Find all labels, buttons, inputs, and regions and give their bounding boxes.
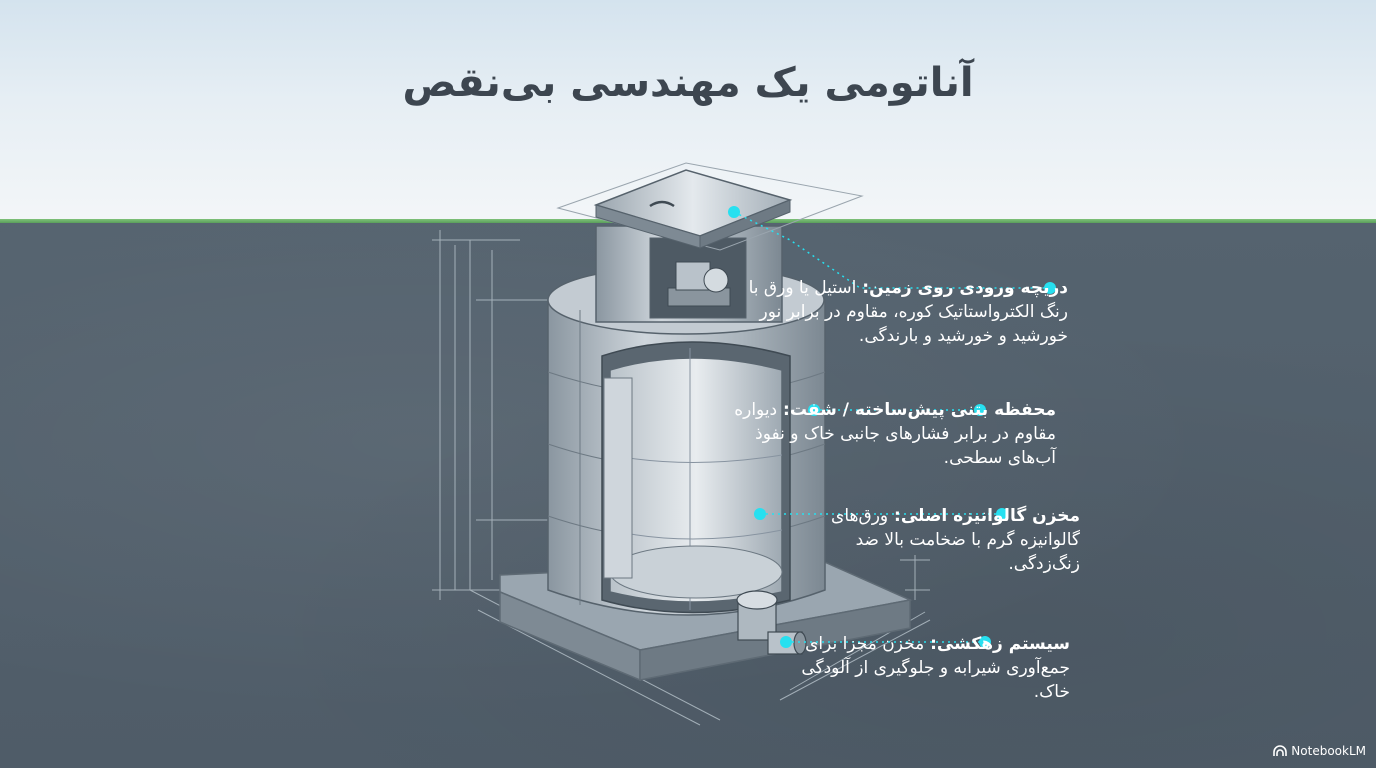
- marker-dot-icon: [996, 508, 1008, 520]
- marker-dot-icon: [979, 636, 991, 648]
- callout-heading: دریچه ورودی روی زمین: [856, 278, 1068, 298]
- callout-drainage-system: سیستم زهکشی مخزن مجزا برای جمع‌آوری شیرا…: [770, 632, 1070, 704]
- marker-dot-icon: [1044, 282, 1056, 294]
- lid-edge-side: [699, 199, 791, 249]
- notebooklm-logo-icon: [1273, 745, 1288, 756]
- lid-handle-icon: [649, 200, 675, 208]
- callout-body: دیواره مقاوم در برابر فشارهای جانبی خاک …: [734, 400, 1056, 468]
- marker-dot-icon: [780, 636, 792, 648]
- callout-heading: سیستم زهکشی: [924, 634, 1070, 654]
- notebooklm-watermark: NotebookLM: [1273, 744, 1366, 758]
- tank-ladder-panel: [603, 377, 633, 579]
- callout-leader-lines: [733, 211, 1050, 643]
- marker-dot-icon: [754, 508, 766, 520]
- marker-dot-icon: [974, 404, 986, 416]
- marker-dot-icon: [728, 206, 740, 218]
- callout-body: ورق‌های گالوانیزه گرم با ضخامت بالا ضد ز…: [831, 506, 1080, 574]
- callout-concrete-shaft: محفظه بتنی پیش‌ساخته / شفت دیواره مقاوم …: [726, 398, 1056, 470]
- drainage-pipe: [736, 590, 807, 655]
- tank-floor: [609, 545, 783, 599]
- callout-body: استیل یا ورق با رنگ الکترواستاتیک کوره، …: [748, 278, 1068, 346]
- pump-motor: [667, 261, 731, 307]
- callout-heading: محفظه بتنی پیش‌ساخته / شفت: [777, 400, 1056, 420]
- galvanized-tank: [609, 357, 783, 603]
- callout-surface-hatch: دریچه ورودی روی زمین استیل یا ورق با رنگ…: [738, 276, 1068, 348]
- page-title: آناتومی یک مهندسی بی‌نقص: [402, 60, 974, 106]
- dimension-lines: [432, 230, 931, 726]
- callout-galvanized-tank: مخزن گالوانیزه اصلی ورق‌های گالوانیزه گر…: [780, 504, 1080, 576]
- brand-label: NotebookLM: [1291, 744, 1366, 758]
- callout-heading: مخزن گالوانیزه اصلی: [888, 506, 1080, 526]
- marker-dot-icon: [808, 404, 820, 416]
- callout-markers: [728, 206, 1056, 648]
- callout-body: مخزن مجزا برای جمع‌آوری شیرابه و جلوگیری…: [801, 634, 1070, 702]
